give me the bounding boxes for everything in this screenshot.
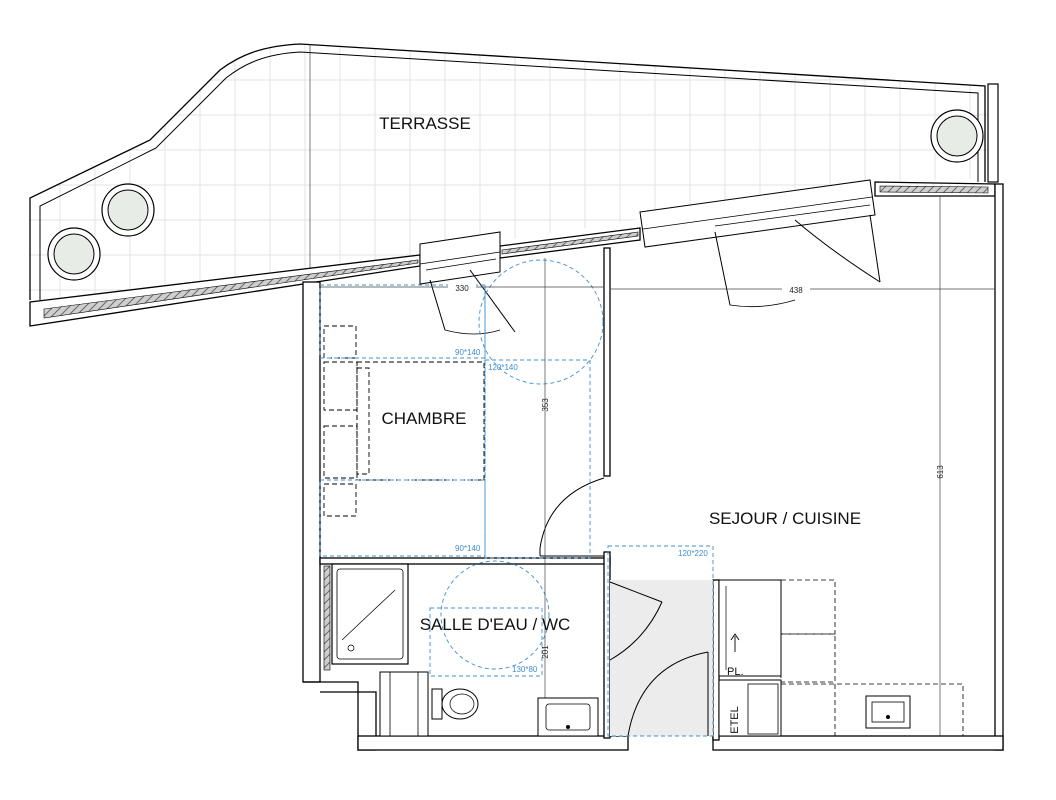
clearance-label-bed-top: 90*140 <box>455 348 481 357</box>
duct <box>379 671 429 737</box>
clearance-label-bed-bottom: 90*140 <box>455 544 481 553</box>
sink-icon <box>865 695 911 729</box>
terrace-railing-outer <box>29 43 986 300</box>
toilet-icon <box>431 688 479 720</box>
dim-chambre-depth: 353 <box>541 398 550 412</box>
room-label-terrasse: TERRASSE <box>379 114 471 133</box>
bath-insulation <box>323 565 331 671</box>
walls <box>302 183 1004 751</box>
south-wall-right <box>712 735 1004 751</box>
shower-icon <box>331 563 409 665</box>
clearance-label-bed-double: 120*140 <box>488 363 518 372</box>
wall-cupboard <box>712 579 720 741</box>
north-wall <box>29 179 996 327</box>
doors <box>429 214 881 737</box>
dim-sejour-width: 438 <box>789 286 803 295</box>
dim-sejour-depth: 613 <box>936 465 945 479</box>
dim-salle-eau-depth: 201 <box>541 645 550 659</box>
kitchen-furniture <box>780 579 964 737</box>
clearance-label-bath: 130*80 <box>512 665 538 674</box>
door-swing-icon <box>627 651 709 737</box>
clearance-bed-double <box>484 359 591 559</box>
turning-circle-chambre <box>478 259 604 385</box>
terrace-railing-inner <box>39 51 979 300</box>
sink-icon <box>537 697 599 737</box>
planter-icon <box>101 183 155 237</box>
room-label-salle-eau: SALLE D'EAU / WC <box>420 615 571 634</box>
south-wall-left <box>357 735 629 751</box>
planter-icon <box>47 227 101 281</box>
wall-chambre-bath <box>319 557 611 565</box>
turning-circle-bath <box>440 560 550 670</box>
bedside-table <box>323 325 357 359</box>
planter-icon <box>930 109 984 163</box>
terrace: TERRASSE <box>29 43 999 300</box>
wall-bath-entry <box>603 551 611 739</box>
bedside-table <box>323 483 357 517</box>
clearance-label-entry: 120*220 <box>678 549 708 558</box>
bathroom-fixtures <box>331 563 599 737</box>
terrace-post <box>987 83 999 183</box>
east-wall <box>994 183 1004 751</box>
arrow-up-icon <box>730 633 740 652</box>
door-swing-icon <box>539 477 605 557</box>
terrace-tiles <box>30 44 990 300</box>
cupboards: PL. ETEL <box>718 579 782 737</box>
wall-chambre-sejour <box>603 247 611 477</box>
clearance-entry <box>607 545 714 737</box>
door-swing-icon <box>609 581 663 661</box>
window-sejour <box>639 179 876 248</box>
room-label-chambre: CHAMBRE <box>381 409 466 428</box>
dim-chambre-width: 330 <box>455 284 469 293</box>
room-label-sejour: SEJOUR / CUISINE <box>709 509 861 528</box>
west-wall <box>302 281 321 683</box>
clearance-zones <box>319 259 714 737</box>
door-swing-icon <box>429 269 516 335</box>
etel-label: ETEL <box>729 706 741 734</box>
placard-label: PL. <box>727 666 744 678</box>
door-swing-icon <box>714 214 881 308</box>
clearance-bath <box>429 607 543 677</box>
entry-zone <box>610 580 713 736</box>
